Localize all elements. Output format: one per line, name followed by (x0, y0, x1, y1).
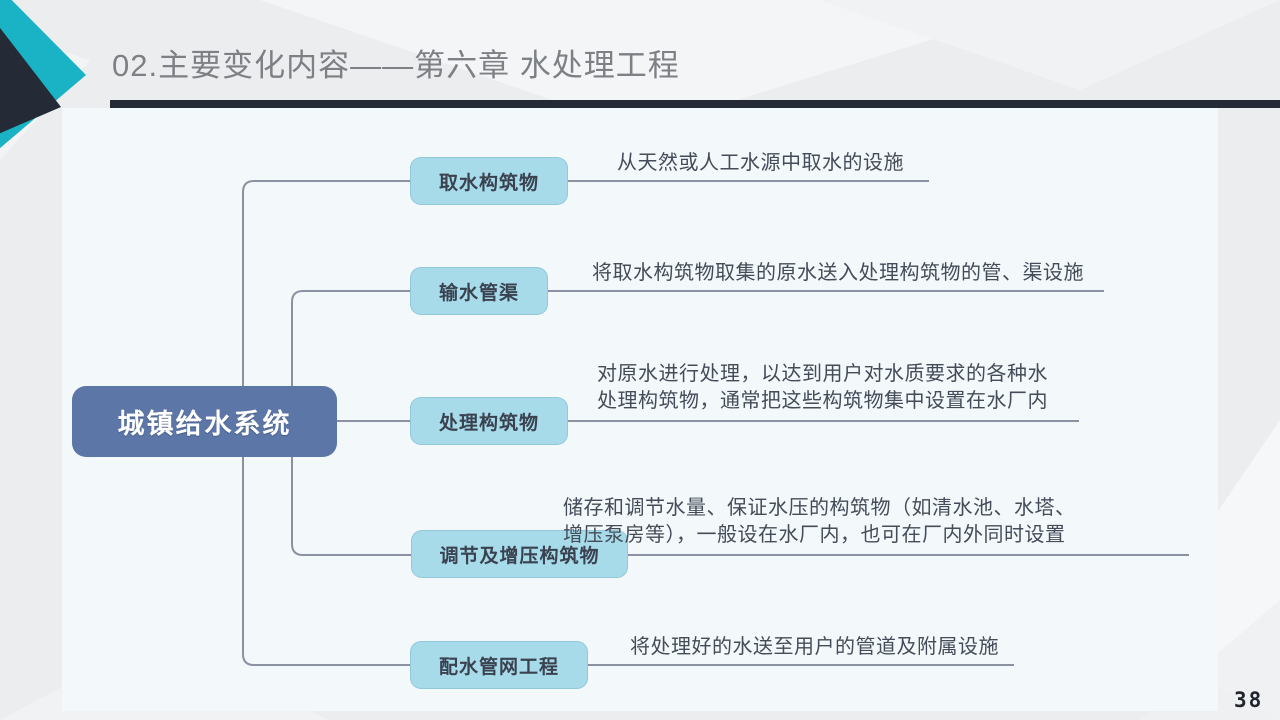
branch-desc-distribution-network: 将处理好的水送至用户的管道及附属设施 (630, 636, 999, 658)
branch-label: 调节及增压构筑物 (439, 545, 600, 567)
branch-label: 处理构筑物 (438, 412, 539, 434)
branch-desc-treatment-structures: 对原水进行处理，以达到用户对水质要求的各种水 处理构筑物，通常把这些构筑物集中设… (597, 363, 1048, 412)
branch-box-intake-structures: 取水构筑物 (410, 157, 568, 205)
branch-box-transmission-conduits: 输水管渠 (410, 267, 548, 315)
branch-desc-transmission-conduits: 将取水构筑物取集的原水送入处理构筑物的管、渠设施 (592, 262, 1084, 284)
branch-desc-regulation-boost-structures: 储存和调节水量、保证水压的构筑物（如清水池、水塔、 增压泵房等），一般设在水厂内… (563, 497, 1076, 546)
branch-box-treatment-structures: 处理构筑物 (410, 397, 568, 445)
branch-box-distribution-network: 配水管网工程 (410, 641, 588, 689)
branch-label: 输水管渠 (438, 282, 519, 304)
page-number: 38 (1234, 688, 1264, 712)
branch-label: 取水构筑物 (438, 172, 539, 194)
branch-label: 配水管网工程 (438, 656, 559, 678)
page-title: 02.主要变化内容——第六章 水处理工程 (112, 48, 680, 83)
branch-desc-intake-structures: 从天然或人工水源中取水的设施 (617, 152, 904, 174)
title-underline-bar (110, 100, 1280, 108)
root-node-urban-water-supply-system: 城镇给水系统 (72, 386, 337, 457)
corner-chevron-icon (0, 0, 86, 149)
branch-box-regulation-boost-structures: 调节及增压构筑物 (411, 530, 628, 578)
root-node-label: 城镇给水系统 (117, 409, 292, 439)
